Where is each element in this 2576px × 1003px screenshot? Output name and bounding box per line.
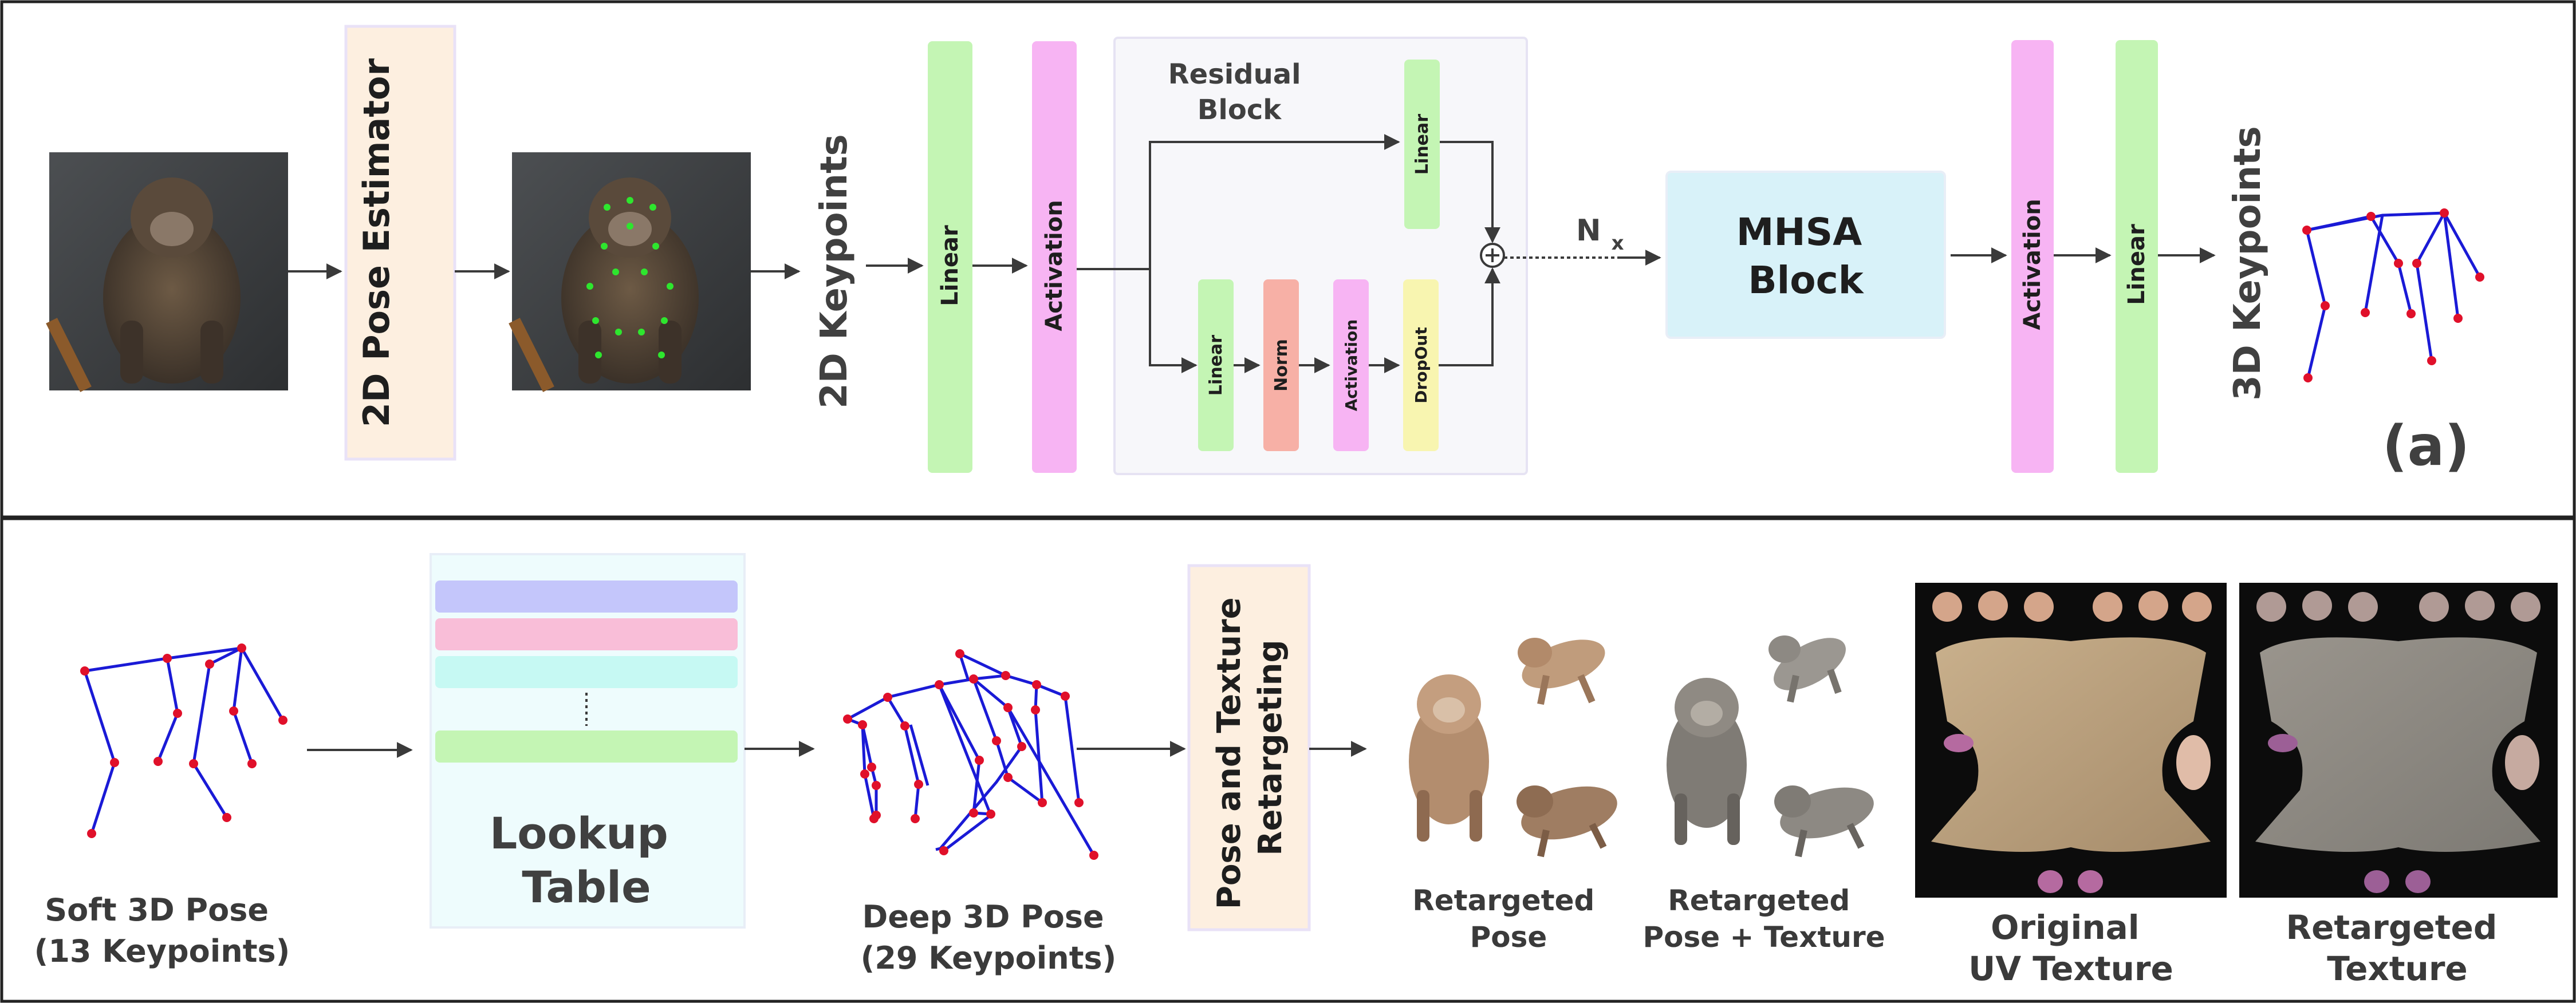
retargeting-label: Pose and Texture Retargeting: [1211, 586, 1289, 909]
retargeting-line-2: Retargeting: [1252, 639, 1289, 855]
residual-linear-top: [1404, 60, 1440, 229]
original-uv-caption-line-2: UV Texture: [1968, 949, 2173, 988]
lookup-table-label: Lookup Table: [490, 808, 683, 913]
retargeted-pose-texture-line-2: Pose + Texture: [1643, 921, 1885, 954]
soft-pose-caption-line-1: Soft 3D Pose: [45, 892, 269, 928]
retargeted-texture-caption: Retargeted Texture: [2286, 908, 2508, 988]
panel-a-label: (a): [2382, 414, 2470, 478]
lookup-row-3: [435, 656, 738, 688]
linear-layer-2: [2116, 40, 2158, 473]
retargeted-texture-caption-line-1: Retargeted: [2286, 908, 2497, 947]
pose-estimator-label: 2D Pose Estimator: [356, 58, 397, 428]
lookup-table-line-2: Table: [522, 862, 651, 913]
deep-pose-caption-line-2: (29 Keypoints): [861, 940, 1117, 976]
pose-estimator-box: [344, 25, 456, 461]
mhsa-block-line-2: Block: [1748, 258, 1864, 302]
panel-a-frame: [0, 0, 2576, 519]
pose-estimator-line-1: 2D Pose Estimator: [356, 58, 397, 428]
output-3d-joints: [2302, 208, 2484, 382]
panel-b-frame: [0, 517, 2576, 1003]
original-uv-caption: Original UV Texture: [1968, 908, 2173, 988]
keypoint-monkey-photo: [509, 152, 751, 392]
mhsa-block: [1665, 171, 1946, 339]
residual-dropout-label: DropOut: [1412, 327, 1431, 403]
deep-pose-joints: [843, 649, 1098, 860]
mhsa-block-label: MHSA Block: [1736, 210, 1876, 302]
activation-layer-2: [2011, 40, 2054, 473]
soft-pose-caption: Soft 3D Pose (13 Keypoints): [34, 892, 290, 969]
residual-linear-label: Linear: [1206, 335, 1226, 396]
keypoints-2d-label: 2D Keypoints: [813, 134, 856, 409]
soft-pose-skeleton: [83, 646, 285, 834]
repeat-count-subscript: x: [1612, 232, 1624, 255]
retargeted-texture-caption-line-2: Texture: [2327, 949, 2468, 988]
linear-layer-1: [928, 41, 972, 473]
repeat-count-label: N x: [1576, 214, 1624, 255]
monkey-3d-render-textured-image: [1667, 635, 1874, 858]
retargeted-pose-caption: Retargeted Pose: [1412, 884, 1604, 954]
linear-layer-2-label: Linear: [2124, 224, 2150, 305]
retargeting-box: [1187, 564, 1311, 931]
monkey-3d-render-image: [1409, 638, 1617, 858]
retargeting-line-1: Pose and Texture: [1211, 597, 1248, 909]
residual-norm-label: Norm: [1271, 339, 1291, 392]
deep-pose-skeleton: [846, 651, 1096, 856]
residual-block-title-line-1: Residual: [1168, 58, 1301, 90]
activation-layer-1: [1032, 41, 1077, 473]
residual-block-title: Residual Block: [1168, 58, 1311, 126]
residual-norm: [1263, 279, 1299, 451]
activation-layer-2-label: Activation: [2019, 199, 2046, 330]
detected-2d-keypoints: [586, 197, 673, 358]
deep-pose-caption: Deep 3D Pose (29 Keypoints): [861, 899, 1117, 976]
soft-pose-caption-line-2: (13 Keypoints): [34, 933, 290, 969]
residual-activation-label: Activation: [1342, 319, 1361, 412]
mhsa-block-line-1: MHSA: [1736, 210, 1862, 254]
plus-circle-icon: [1480, 243, 1505, 268]
residual-block-title-line-2: Block: [1198, 94, 1282, 126]
residual-block-container: [1113, 37, 1528, 475]
original-uv-caption-line-1: Original: [1991, 908, 2140, 947]
lookup-row-2: [435, 618, 738, 650]
residual-activation: [1333, 279, 1369, 451]
retargeted-pose-texture-line-1: Retargeted: [1668, 884, 1850, 917]
residual-linear: [1198, 279, 1234, 451]
retargeted-pose-caption-line-1: Retargeted: [1412, 884, 1594, 917]
soft-pose-joints: [80, 643, 287, 838]
uv-texture-image: [1915, 583, 2227, 898]
input-monkey-photo: [46, 152, 288, 392]
retargeted-pose-texture-caption: Retargeted Pose + Texture: [1643, 884, 1885, 954]
keypoints-3d-label: 3D Keypoints: [2227, 126, 2269, 401]
lookup-row-1: [435, 581, 738, 613]
lookup-row-n: [435, 730, 738, 763]
deep-pose-caption-line-1: Deep 3D Pose: [862, 899, 1104, 935]
output-3d-skeleton: [2305, 211, 2482, 378]
repeat-count-n: N: [1576, 214, 1601, 248]
retargeted-pose-caption-line-2: Pose: [1470, 921, 1547, 954]
activation-layer-1-label: Activation: [1041, 200, 1068, 331]
linear-layer-1-label: Linear: [937, 225, 963, 306]
residual-dropout: [1403, 279, 1439, 451]
residual-linear-top-label: Linear: [1412, 114, 1432, 175]
retargeted-uv-texture-image: [2239, 583, 2558, 898]
lookup-table-line-1: Lookup: [490, 808, 668, 859]
